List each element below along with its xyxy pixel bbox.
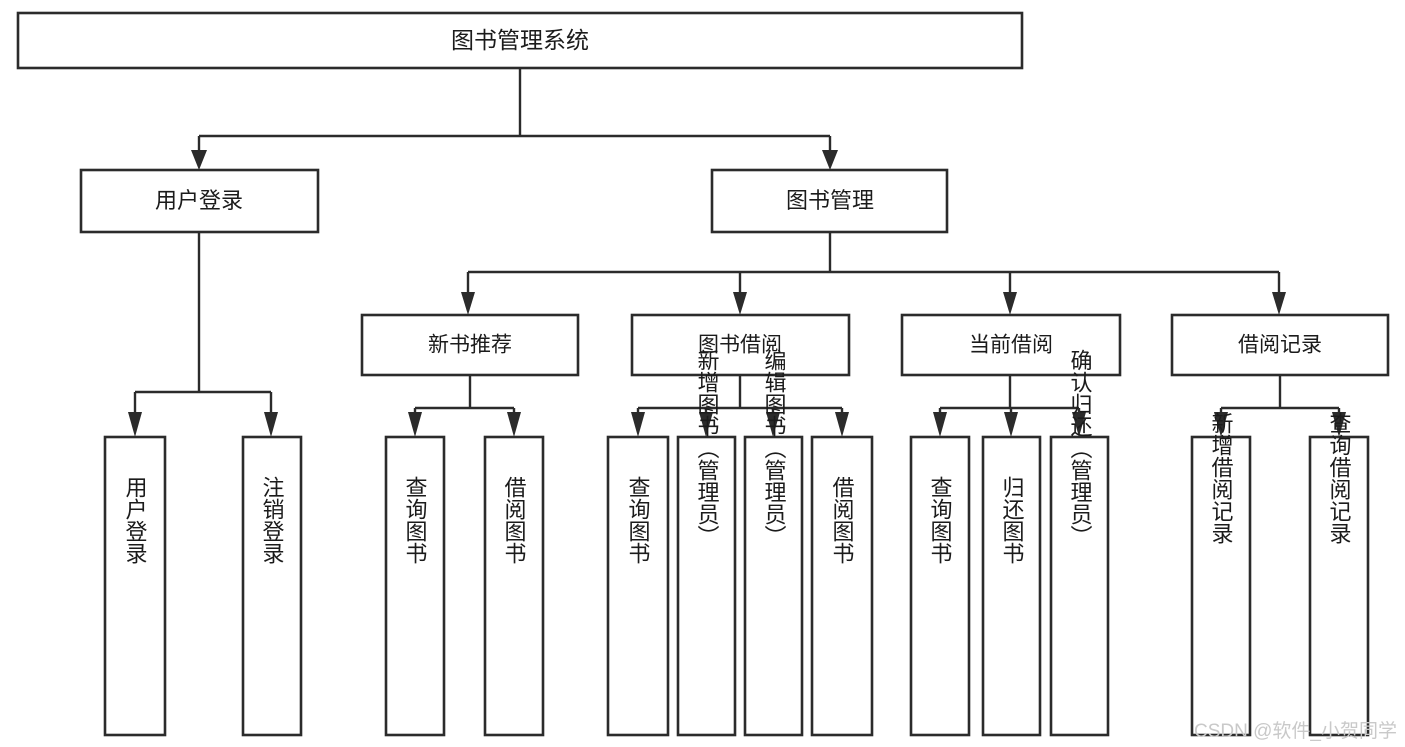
leaf-label: 编辑图书（管理员） <box>762 349 787 547</box>
leaf-node[interactable]: 注销登录 <box>241 435 303 737</box>
leaf-label: 借阅图书 <box>502 476 527 564</box>
leaf-node[interactable]: 确认归还（管理员） <box>1049 349 1110 737</box>
leaf-node[interactable]: 新增图书（管理员） <box>676 349 737 737</box>
leaf-label: 查询图书 <box>403 476 428 564</box>
arrowhead-current-borrow <box>1003 292 1017 315</box>
arrowhead-user-login <box>191 150 207 170</box>
leaf-label: 查询借阅记录 <box>1327 412 1352 544</box>
leaf-node[interactable]: 借阅图书 <box>483 435 545 737</box>
arrowhead-borrow-record <box>1272 292 1286 315</box>
node-book-management-label: 图书管理 <box>786 188 874 213</box>
arrowhead-nb-leaf1 <box>408 412 422 437</box>
node-new-book-recommend[interactable]: 新书推荐 <box>360 313 580 377</box>
node-book-borrow-box[interactable] <box>630 313 851 377</box>
node-borrow-record-box[interactable] <box>1170 313 1390 377</box>
arrowhead-bb-leaf2 <box>699 412 713 437</box>
leaf-label: 确认归还（管理员） <box>1068 349 1093 547</box>
arrowhead-nb-leaf2 <box>507 412 521 437</box>
node-root-label: 图书管理系统 <box>451 27 589 53</box>
node-book-borrow[interactable]: 图书借阅 <box>630 313 851 377</box>
leaf-box[interactable] <box>1308 435 1370 737</box>
watermark-text: CSDN @软件_小贺同学 <box>1194 721 1397 742</box>
arrowhead-br-leaf1 <box>1214 412 1228 437</box>
node-user-login[interactable]: 用户登录 <box>79 168 320 234</box>
arrowhead-book-mgmt <box>822 150 838 170</box>
leaf-box[interactable] <box>676 435 737 737</box>
arrowhead-cb-leaf1 <box>933 412 947 437</box>
leaf-label: 借阅图书 <box>830 476 855 564</box>
leaf-box[interactable] <box>241 435 303 737</box>
leaf-node[interactable]: 编辑图书（管理员） <box>743 349 804 737</box>
leaf-label: 新增图书（管理员） <box>695 349 720 547</box>
leaf-node[interactable]: 借阅图书 <box>810 435 874 737</box>
leaf-node[interactable]: 查询借阅记录 <box>1308 412 1370 737</box>
node-current-borrow[interactable]: 当前借阅 <box>900 313 1122 377</box>
leaf-node[interactable]: 查询图书 <box>606 435 670 737</box>
leaf-box[interactable] <box>810 435 874 737</box>
leaf-box[interactable] <box>743 435 804 737</box>
node-book-management[interactable]: 图书管理 <box>710 168 949 234</box>
arrowhead-cb-leaf3 <box>1072 412 1086 437</box>
leaf-box[interactable] <box>1049 435 1110 737</box>
leaf-label: 新增借阅记录 <box>1209 412 1234 544</box>
node-new-book-recommend-box[interactable] <box>360 313 580 377</box>
leaf-box[interactable] <box>981 435 1042 737</box>
node-new-book-recommend-label: 新书推荐 <box>428 334 512 357</box>
leaf-box[interactable] <box>103 435 167 737</box>
arrowhead-bb-leaf4 <box>835 412 849 437</box>
leaf-node[interactable]: 查询图书 <box>384 435 446 737</box>
arrowhead-cb-leaf2 <box>1004 412 1018 437</box>
leaf-label: 注销登录 <box>260 476 285 564</box>
node-root[interactable]: 图书管理系统 <box>16 11 1024 70</box>
arrowhead-new-books <box>461 292 475 315</box>
leaf-label: 归还图书 <box>1000 476 1025 564</box>
leaf-label: 查询图书 <box>626 476 651 564</box>
leaf-box[interactable] <box>606 435 670 737</box>
arrowhead-br-leaf2 <box>1332 412 1346 437</box>
node-book-management-box[interactable] <box>710 168 949 234</box>
arrowhead-bb-leaf1 <box>631 412 645 437</box>
connector-layer <box>128 68 1346 437</box>
node-user-login-label: 用户登录 <box>155 188 243 213</box>
node-borrow-record[interactable]: 借阅记录 <box>1170 313 1390 377</box>
node-current-borrow-box[interactable] <box>900 313 1122 377</box>
node-root-box[interactable] <box>16 11 1024 70</box>
leaf-box[interactable] <box>1190 435 1252 737</box>
arrowhead-leaf-logout <box>264 412 278 437</box>
leaf-label: 查询图书 <box>928 476 953 564</box>
node-book-borrow-label: 图书借阅 <box>698 334 782 357</box>
arrowhead-leaf-user-login <box>128 412 142 437</box>
arrowhead-bb-leaf3 <box>766 412 780 437</box>
leaf-box[interactable] <box>483 435 545 737</box>
arrowhead-book-borrow <box>733 292 747 315</box>
leaf-box[interactable] <box>384 435 446 737</box>
leaf-node[interactable]: 用户登录 <box>103 435 167 737</box>
leaf-node[interactable]: 归还图书 <box>981 435 1042 737</box>
leaf-label: 用户登录 <box>123 476 148 564</box>
node-current-borrow-label: 当前借阅 <box>969 334 1053 357</box>
leaf-node[interactable]: 查询图书 <box>909 435 971 737</box>
leaf-node[interactable]: 新增借阅记录 <box>1190 412 1252 737</box>
leaf-box[interactable] <box>909 435 971 737</box>
node-user-login-box[interactable] <box>79 168 320 234</box>
node-borrow-record-label: 借阅记录 <box>1238 334 1322 357</box>
